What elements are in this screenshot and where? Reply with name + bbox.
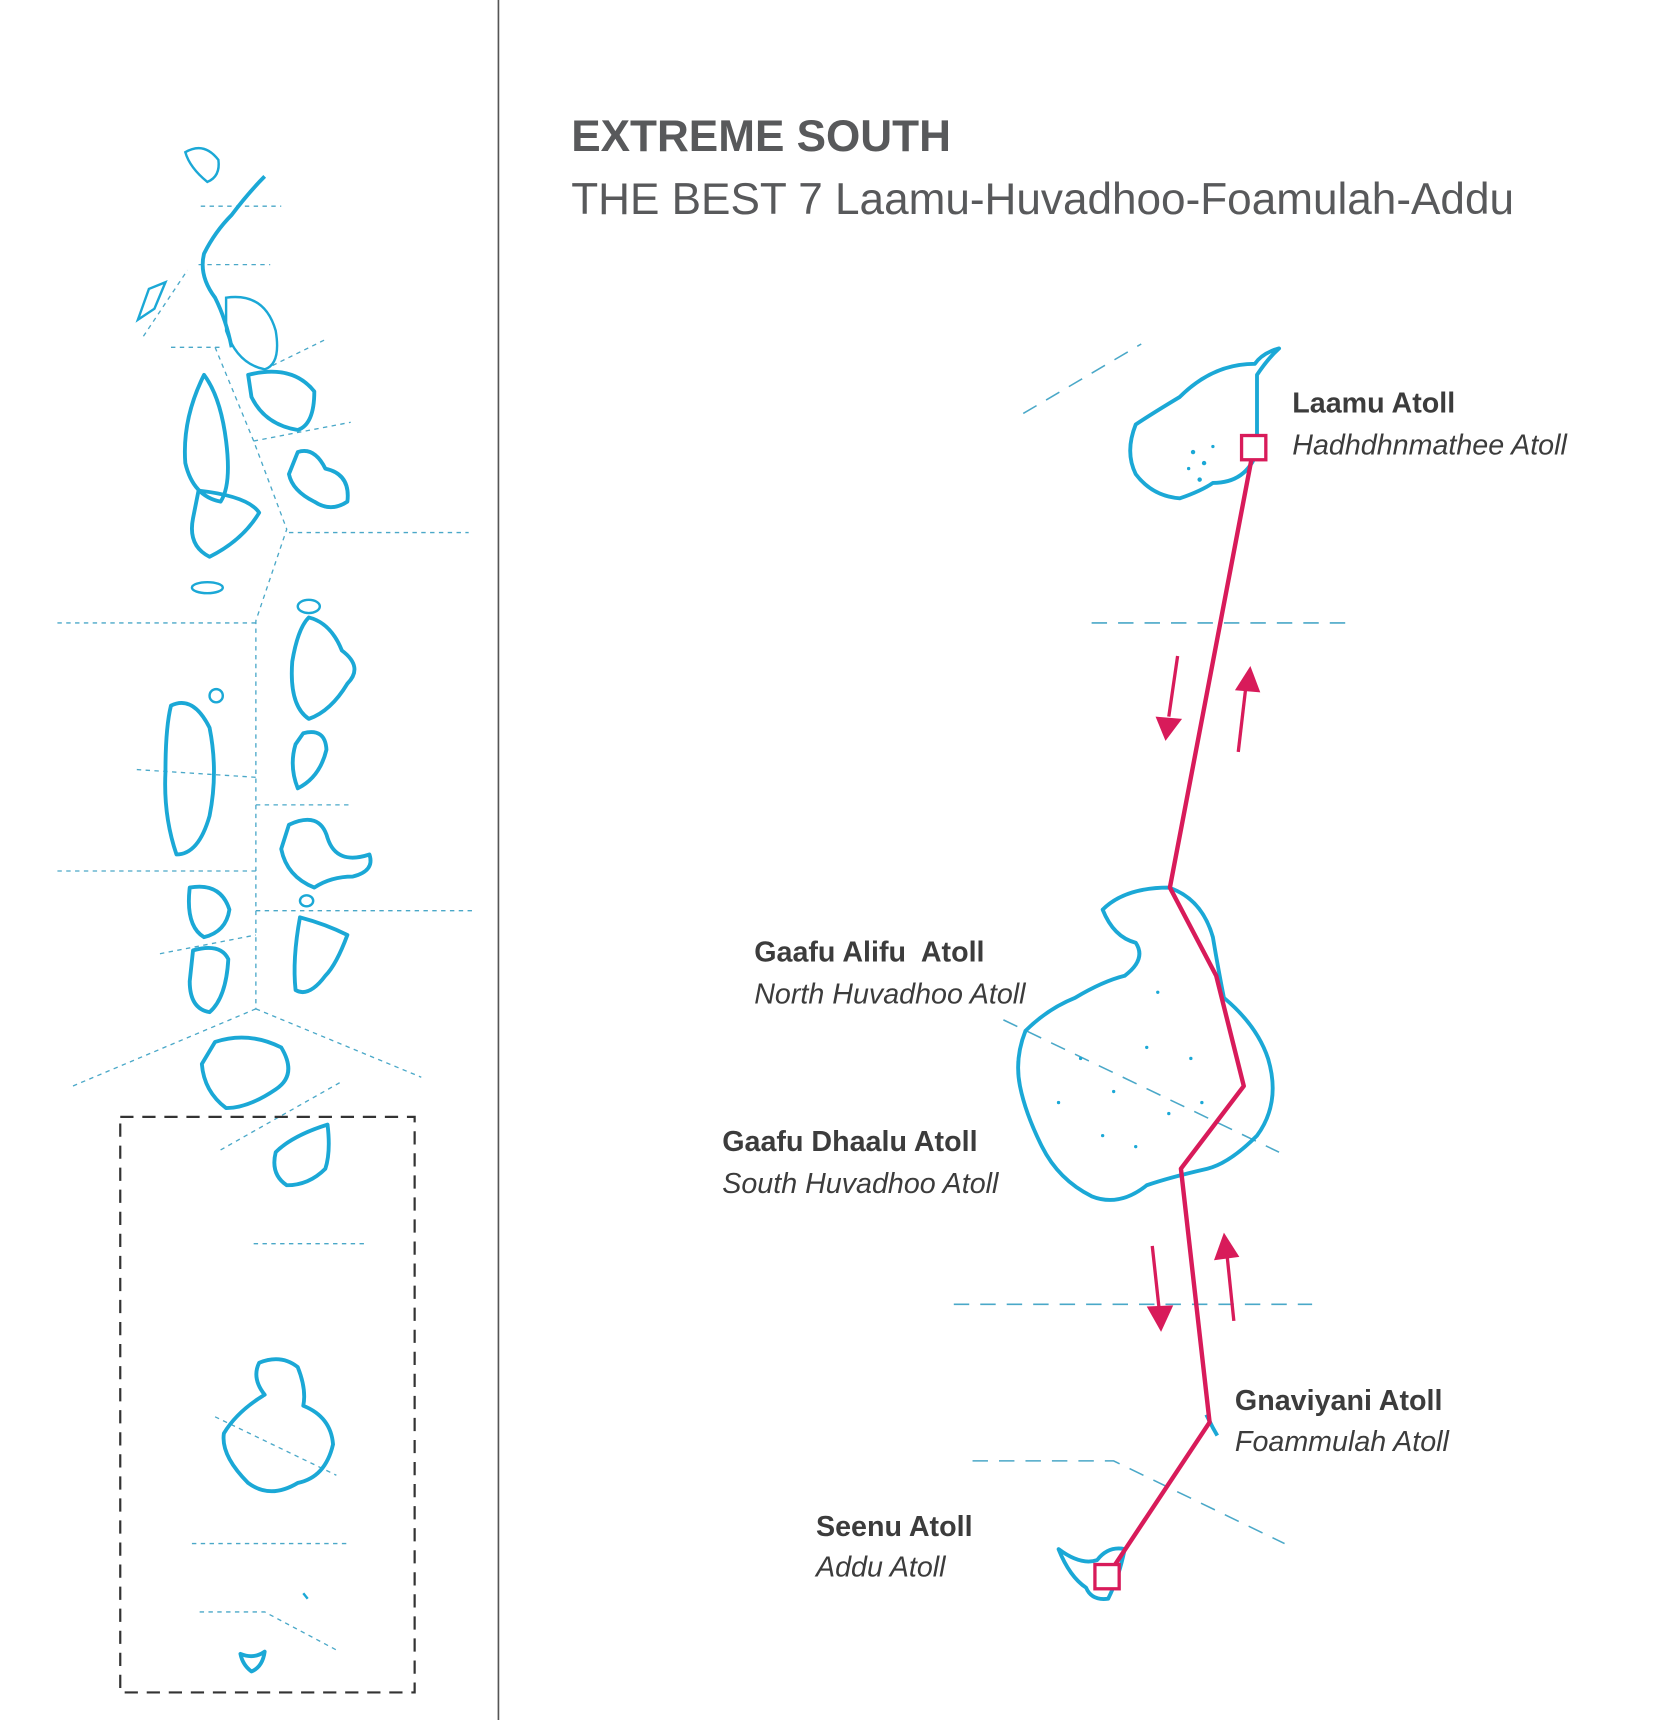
huvadhoo-atoll-shape — [1016, 885, 1275, 1202]
overview-boundaries — [57, 205, 475, 1652]
atoll-label-gaafu-alifu: Gaafu Alifu Atoll North Huvadhoo Atoll — [754, 936, 1027, 1010]
atoll-name: Laamu Atoll — [1292, 387, 1455, 419]
atoll-name: Seenu Atoll — [816, 1511, 973, 1543]
laamu-islets — [1186, 444, 1215, 482]
selected-region-frame — [119, 1115, 416, 1694]
atoll-label-seenu: Seenu Atoll Addu Atoll — [814, 1511, 973, 1584]
direction-arrows — [1146, 655, 1261, 1332]
page-subtitle: THE BEST 7 Laamu-Huvadhoo-Foamulah-Addu — [571, 175, 1514, 224]
laamu-atoll-shape — [1128, 346, 1281, 501]
overview-atolls — [135, 146, 373, 1674]
atoll-alt-name: Hadhdhnmathee Atoll — [1292, 429, 1568, 461]
arrow-south-icon — [1155, 655, 1183, 741]
overview-map — [57, 146, 475, 1694]
atoll-alt-name: Foammulah Atoll — [1235, 1426, 1451, 1458]
atoll-name: Gaafu Dhaalu Atoll — [722, 1126, 977, 1158]
atoll-label-laamu: Laamu Atoll Hadhdhnmathee Atoll — [1292, 387, 1568, 461]
atoll-label-gaafu-dhaalu: Gaafu Dhaalu Atoll South Huvadhoo Atoll — [722, 1126, 1000, 1200]
atoll-name: Gnaviyani Atoll — [1235, 1385, 1443, 1417]
arrow-south-icon — [1146, 1245, 1174, 1332]
atoll-name: Gaafu Alifu Atoll — [754, 936, 984, 968]
huvadhoo-islets — [1056, 990, 1204, 1149]
arrow-north-icon — [1214, 1232, 1240, 1322]
start-marker-laamu — [1239, 433, 1268, 462]
detail-boundaries — [953, 343, 1351, 1545]
page-title: EXTREME SOUTH — [571, 112, 951, 161]
end-marker-addu — [1093, 1562, 1121, 1591]
atoll-label-gnaviyani: Gnaviyani Atoll Foammulah Atoll — [1235, 1385, 1451, 1458]
atoll-alt-name: South Huvadhoo Atoll — [722, 1168, 1000, 1200]
atoll-alt-name: Addu Atoll — [814, 1552, 947, 1584]
route-line — [1105, 447, 1256, 1578]
arrow-north-icon — [1234, 665, 1261, 753]
atoll-alt-name: North Huvadhoo Atoll — [754, 978, 1027, 1010]
